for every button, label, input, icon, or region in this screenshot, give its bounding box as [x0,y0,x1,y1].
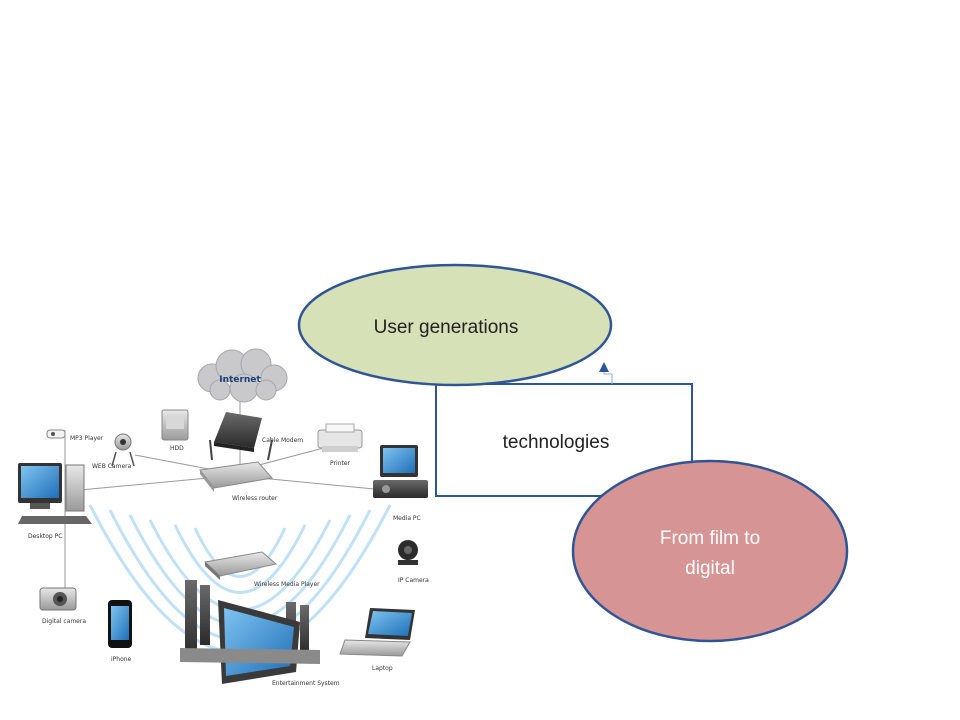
film-to-digital-label-line1: From film to [660,528,760,549]
digital-camera-label: Digital camera [42,618,86,625]
mp3-player-icon: MP3 Player [46,429,104,442]
network-illustration: Internet Cable Modem HDD Printer MP3 Pla… [18,348,429,687]
film-to-digital-node: From film to digital [571,459,849,643]
laptop-label: Laptop [372,665,393,672]
digital-camera-icon: Digital camera [39,587,86,625]
desktop-pc-label: Desktop PC [28,533,62,540]
connector-arrow [599,362,613,384]
media-pc-label: Media PC [393,515,421,522]
printer-icon: Printer [317,423,363,467]
wireless-media-player-label: Wireless Media Player [254,581,320,588]
media-pc-icon: Media PC [373,445,428,522]
cable-modem-label: Cable Modem [262,437,303,444]
web-camera-icon: WEB Camera [92,433,135,470]
mp3-player-label: MP3 Player [70,435,104,442]
entertainment-system-icon: Entertainment System [180,580,340,687]
iphone-icon: iPhone [108,600,132,663]
printer-label: Printer [330,460,350,467]
hdd-icon: HDD [161,409,189,452]
internet-cloud: Internet [197,348,288,403]
laptop-icon: Laptop [339,608,415,672]
wireless-media-player-icon: Wireless Media Player [203,551,320,588]
user-generations-node: User generations [297,263,613,387]
ip-camera-label: IP Camera [398,577,429,584]
cable-modem-icon: Cable Modem [214,412,303,452]
entertainment-system-label: Entertainment System [272,680,340,687]
wireless-router-icon: Wireless router [199,439,278,502]
desktop-pc-icon: Desktop PC [18,463,92,540]
film-to-digital-label-line2: digital [685,558,735,579]
hdd-label: HDD [170,445,184,452]
technologies-label: technologies [503,432,610,453]
ip-camera-icon: IP Camera [398,540,429,584]
iphone-label: iPhone [111,656,132,663]
internet-label: Internet [219,375,261,385]
web-camera-label: WEB Camera [92,463,132,470]
user-generations-label: User generations [374,317,519,338]
wireless-router-label: Wireless router [232,495,278,502]
